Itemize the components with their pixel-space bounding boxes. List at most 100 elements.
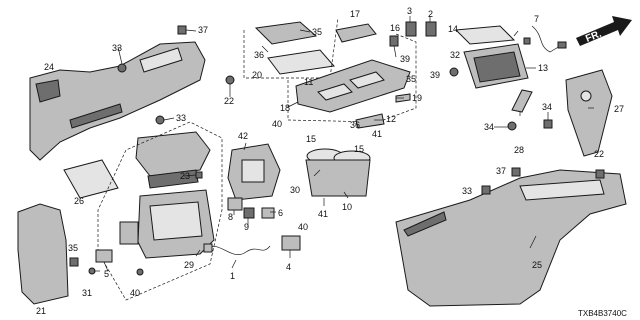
console-body-25 bbox=[395, 169, 627, 307]
callout-15: 15 bbox=[354, 144, 364, 154]
callout-42: 42 bbox=[238, 131, 248, 141]
assembly-boundary-left bbox=[97, 121, 223, 301]
front-direction-arrow: FR. bbox=[576, 16, 632, 46]
bracket-harness bbox=[119, 221, 139, 245]
screw-33-right bbox=[481, 185, 491, 195]
bracket-42 bbox=[227, 143, 281, 201]
callout-34: 34 bbox=[484, 122, 494, 132]
harness-7 bbox=[523, 25, 567, 53]
callout-17: 17 bbox=[350, 9, 360, 19]
callout-41: 41 bbox=[318, 209, 328, 219]
drawing-code: TXB4B3740C bbox=[578, 309, 627, 318]
callout-14: 14 bbox=[448, 24, 458, 34]
clip-37-right bbox=[511, 167, 521, 177]
unit-4 bbox=[281, 235, 301, 251]
callout-1: 1 bbox=[230, 271, 235, 281]
clip-34-right bbox=[543, 119, 553, 129]
jack-6 bbox=[261, 207, 275, 219]
callout-26: 26 bbox=[74, 196, 84, 206]
callout-5: 5 bbox=[104, 269, 109, 279]
screw-40-bottom bbox=[136, 268, 144, 276]
small-bracket-5 bbox=[95, 249, 113, 263]
callout-35: 35 bbox=[312, 27, 322, 37]
screw-34-left bbox=[507, 121, 517, 131]
cup-holder-30 bbox=[305, 148, 371, 197]
cup-holder-insert-17 bbox=[335, 23, 377, 43]
clip-33-mid bbox=[155, 115, 165, 125]
center-panel-18 bbox=[295, 59, 411, 113]
clip-16 bbox=[389, 35, 399, 47]
clip-35 bbox=[69, 257, 79, 267]
callout-24: 24 bbox=[44, 62, 54, 72]
callout-36: 36 bbox=[350, 120, 360, 130]
callout-36: 36 bbox=[254, 50, 264, 60]
callout-7: 7 bbox=[534, 14, 539, 24]
callout-12: 12 bbox=[386, 114, 396, 124]
callout-33: 33 bbox=[112, 43, 122, 53]
callout-21: 21 bbox=[36, 306, 46, 316]
callout-25: 25 bbox=[532, 260, 542, 270]
callout-40: 40 bbox=[272, 119, 282, 129]
callout-35: 35 bbox=[68, 243, 78, 253]
callout-32: 32 bbox=[450, 50, 460, 60]
usb-9 bbox=[243, 207, 255, 219]
callout-16: 16 bbox=[390, 23, 400, 33]
clip-33-top bbox=[117, 63, 127, 73]
callout-29: 29 bbox=[184, 260, 194, 270]
harness-1 bbox=[203, 243, 271, 255]
switch-2 bbox=[425, 21, 437, 37]
callout-33: 33 bbox=[176, 113, 186, 123]
clip-37-top bbox=[177, 25, 187, 35]
callout-37: 37 bbox=[496, 166, 506, 176]
callout-41: 41 bbox=[372, 129, 382, 139]
callout-39: 39 bbox=[430, 70, 440, 80]
callout-35: 35 bbox=[406, 74, 416, 84]
console-side-lid bbox=[17, 203, 69, 305]
mat-pad bbox=[63, 159, 119, 199]
clip-22-right bbox=[595, 169, 605, 179]
callout-23: 23 bbox=[180, 171, 190, 181]
switch-8 bbox=[227, 197, 243, 211]
callout-19: 19 bbox=[412, 93, 422, 103]
callout-20: 20 bbox=[252, 70, 262, 80]
rod-28 bbox=[511, 89, 533, 113]
panel-boundary bbox=[287, 33, 417, 123]
tray-boundary bbox=[243, 17, 339, 79]
callout-9: 9 bbox=[244, 222, 249, 232]
callout-6: 6 bbox=[278, 208, 283, 218]
clip-32 bbox=[449, 67, 459, 77]
callout-15: 15 bbox=[306, 134, 316, 144]
side-panel-left bbox=[29, 41, 206, 161]
callout-22: 22 bbox=[224, 96, 234, 106]
switch-3 bbox=[405, 21, 417, 37]
callout-labels: 33 37 24 22 33 26 23 42 29 35 5 31 40 21… bbox=[36, 6, 627, 318]
navigation-unit-13 bbox=[463, 43, 529, 89]
callout-33: 33 bbox=[462, 186, 472, 196]
callout-22: 22 bbox=[594, 149, 604, 159]
callout-11: 11 bbox=[304, 77, 313, 87]
callout-40: 40 bbox=[130, 288, 140, 298]
clip-22-left bbox=[225, 75, 235, 85]
screw-23 bbox=[195, 171, 203, 179]
cup-tray-top-20 bbox=[254, 21, 335, 75]
callout-18: 18 bbox=[280, 103, 290, 113]
leader-lines bbox=[94, 16, 594, 272]
bracket-12 bbox=[355, 113, 385, 129]
callout-8: 8 bbox=[228, 212, 233, 222]
armrest-box bbox=[135, 131, 215, 259]
callout-31: 31 bbox=[82, 288, 92, 298]
callout-4: 4 bbox=[286, 262, 291, 272]
bracket-27 bbox=[565, 69, 613, 157]
cover-14 bbox=[454, 25, 516, 45]
callout-2: 2 bbox=[428, 9, 433, 19]
callout-34: 34 bbox=[542, 102, 552, 112]
callout-28: 28 bbox=[514, 145, 524, 155]
callout-40: 40 bbox=[298, 222, 308, 232]
callout-30: 30 bbox=[290, 185, 300, 195]
callout-37: 37 bbox=[198, 25, 208, 35]
callout-10: 10 bbox=[342, 202, 352, 212]
callout-13: 13 bbox=[538, 63, 548, 73]
callout-3: 3 bbox=[407, 6, 412, 16]
